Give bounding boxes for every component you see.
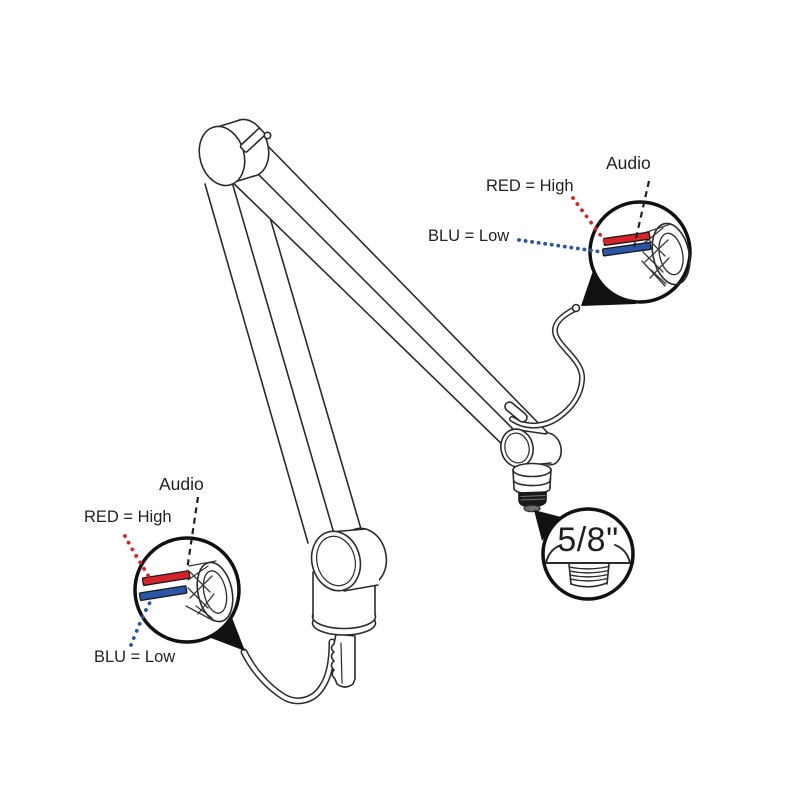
lower-arm: [204, 179, 362, 544]
leader-lines: [123, 180, 651, 647]
upper-arm: [223, 139, 550, 452]
blue-wire-bottom-left: [138, 585, 188, 601]
audio-dashed-leader-top-right: [632, 180, 651, 248]
cable-clip-top: [239, 127, 266, 153]
mic-end-joint: [500, 401, 563, 513]
label-red-top-right: RED = High: [486, 177, 574, 195]
label-audio-bottom-left: Audio: [159, 474, 204, 494]
thread-stud: [518, 491, 547, 513]
label-blu-top-right: BLU = Low: [428, 227, 510, 245]
red-wire-bottom-left: [141, 570, 191, 586]
cable-tip-ring: [571, 303, 581, 313]
base-cable: [240, 638, 336, 705]
callout-top-right: [581, 200, 692, 306]
red-dotted-leader-top-right: [571, 196, 608, 245]
elbow-joint: [310, 527, 388, 592]
label-red-bottom-left: RED = High: [84, 508, 172, 526]
cable-jacket-top-right: [651, 222, 691, 286]
callout-pointer-wedge-bottom-left: [211, 615, 245, 651]
callout-bottom-left: [133, 536, 245, 651]
label-thread-size: 5/8": [557, 521, 619, 559]
audio-dashed-leader-bottom-left: [185, 496, 200, 571]
blue-dotted-leader-top-right: [517, 238, 604, 254]
red-dotted-leader-bottom-left: [123, 534, 151, 579]
top-hinge-joint: [198, 118, 272, 187]
thread-adapter-drawing: [545, 544, 631, 588]
callout-circle-thread: [541, 507, 635, 601]
label-blu-bottom-left: BLU = Low: [94, 648, 176, 666]
clip-hook-ring: [263, 131, 272, 140]
label-audio-top-right: Audio: [606, 153, 651, 173]
mic-cable: [509, 303, 586, 429]
blue-wire-top-right: [601, 241, 652, 257]
blue-dotted-leader-bottom-left: [129, 597, 154, 647]
callout-thread-size: [534, 507, 635, 601]
threaded-post: [330, 633, 356, 688]
shield-crosshatch-bottom-left: [185, 560, 217, 622]
callout-pointer-wedge-thread: [534, 510, 561, 541]
shield-crosshatch-top-right: [641, 223, 672, 287]
cable-clip-mic-end: [504, 401, 528, 423]
